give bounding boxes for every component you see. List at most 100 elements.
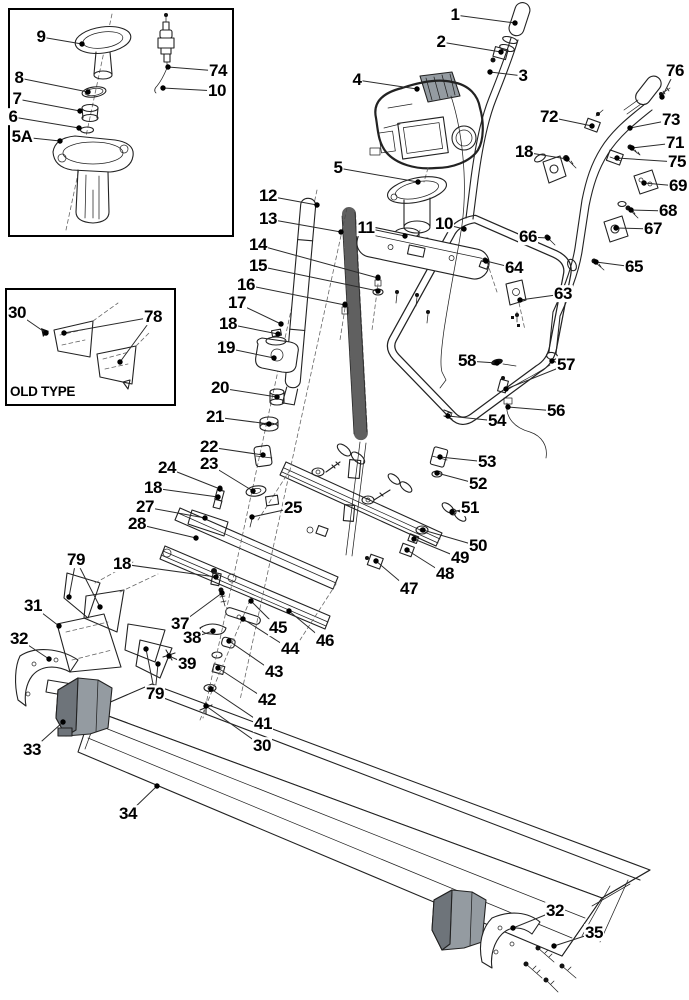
leader-dot-51 xyxy=(449,509,455,515)
leader-dot-18d xyxy=(213,574,219,580)
leader-dot-78 xyxy=(117,359,123,365)
leader-dot-57 xyxy=(549,358,555,364)
leader-line-79a xyxy=(68,559,77,598)
inset-box-knob-assembly xyxy=(8,8,234,237)
leader-dot-33 xyxy=(60,719,66,725)
leader-dot-35 xyxy=(551,943,557,949)
leader-dot-19 xyxy=(271,355,277,361)
leader-dot-6 xyxy=(76,125,82,131)
leader-dot-56 xyxy=(505,404,511,410)
leader-dot-11 xyxy=(402,233,408,239)
leader-dot-79a xyxy=(97,604,103,610)
leader-dot-67 xyxy=(613,225,619,231)
leader-line-16 xyxy=(245,284,346,306)
leader-line-57 xyxy=(505,364,567,390)
leader-dot-73 xyxy=(627,125,633,131)
leader-line-64 xyxy=(485,260,515,269)
leader-dot-37 xyxy=(219,590,225,596)
leader-line-14 xyxy=(257,244,379,279)
inset-box-old-type xyxy=(5,288,176,406)
leader-line-20 xyxy=(219,387,278,398)
leader-line-53 xyxy=(439,456,488,463)
leader-dot-76 xyxy=(659,94,665,100)
leader-line-24 xyxy=(166,467,221,490)
side-plates-art xyxy=(15,561,173,737)
leader-line-76 xyxy=(661,70,676,98)
leader-line-18d xyxy=(121,563,217,578)
leader-line-34 xyxy=(127,785,158,815)
leader-dot-64 xyxy=(483,258,489,264)
spark-plug-art xyxy=(154,13,175,94)
leader-dot-14 xyxy=(375,275,381,281)
leader-dot-68 xyxy=(628,207,634,213)
leader-line-32a xyxy=(18,638,50,660)
leader-dot-25 xyxy=(249,514,255,520)
bolt-set-35 xyxy=(523,945,577,993)
leader-dot-38 xyxy=(210,628,216,634)
leader-line-21 xyxy=(214,416,270,425)
leader-dot-48 xyxy=(404,547,410,553)
leader-dot-79b xyxy=(155,661,161,667)
leader-dot-54 xyxy=(445,413,451,419)
leader-line-6 xyxy=(12,116,80,129)
inset-oldtype-art xyxy=(41,302,151,390)
leader-line-9 xyxy=(40,36,83,45)
leader-line-56 xyxy=(507,406,557,412)
cross-rails-art xyxy=(159,461,443,630)
leader-dot-41 xyxy=(208,686,214,692)
leader-line-44 xyxy=(242,618,291,650)
leader-dot-34 xyxy=(154,783,160,789)
leader-dot-30a xyxy=(43,330,49,336)
leader-dot-7 xyxy=(77,108,83,114)
leader-dot-13 xyxy=(338,229,344,235)
leader-dot-8 xyxy=(85,89,91,95)
leader-dot-69 xyxy=(641,180,647,186)
leader-dot-39 xyxy=(166,653,172,659)
leader-line-18a xyxy=(523,151,568,160)
leader-line-4 xyxy=(356,79,418,90)
leader-dot-21 xyxy=(266,421,272,427)
leader-dot-57 xyxy=(503,386,509,392)
rail-hardware-art xyxy=(257,443,467,641)
left-handle-art xyxy=(465,2,531,220)
leader-dot-66 xyxy=(545,235,551,241)
leader-line-67 xyxy=(615,227,654,230)
right-handle-art xyxy=(545,75,671,361)
leader-dot-16 xyxy=(342,302,348,308)
leader-line-78 xyxy=(63,316,154,334)
leader-dot-17 xyxy=(278,321,284,327)
leader-line-65 xyxy=(595,261,635,268)
leader-dot-63 xyxy=(517,297,523,303)
leader-dot-5 xyxy=(415,179,421,185)
old-type-caption: OLD TYPE xyxy=(10,384,76,399)
leader-dot-22 xyxy=(260,452,266,458)
leader-dot-24 xyxy=(217,486,223,492)
roller-beam-art xyxy=(77,683,651,957)
leader-dot-74 xyxy=(165,64,171,70)
leader-line-68 xyxy=(630,209,669,212)
leader-line-72 xyxy=(548,116,593,127)
leader-line-63 xyxy=(519,293,564,301)
leader-line-25 xyxy=(251,507,294,518)
leader-dot-27 xyxy=(202,515,208,521)
leader-line-27 xyxy=(144,506,206,519)
leader-dot-65 xyxy=(593,259,599,265)
leader-line-75 xyxy=(616,157,678,163)
leader-dot-10a xyxy=(160,85,166,91)
leader-dot-45 xyxy=(248,598,254,604)
leader-dot-12 xyxy=(314,202,320,208)
leader-dot-46 xyxy=(286,608,292,614)
leader-line-79a xyxy=(75,559,101,608)
leader-line-3 xyxy=(489,71,524,77)
leader-dot-71 xyxy=(629,145,635,151)
leader-line-52 xyxy=(436,472,479,485)
leader-line-48 xyxy=(406,549,446,575)
leader-line-7 xyxy=(16,98,81,112)
leader-dot-75 xyxy=(614,155,620,161)
handle-frame-art xyxy=(339,214,577,425)
leader-line-31 xyxy=(32,605,60,627)
leader-dot-58 xyxy=(494,360,500,366)
leader-dot-79b xyxy=(143,646,149,652)
leader-line-17 xyxy=(236,302,282,325)
leader-dot-18c xyxy=(215,494,221,500)
